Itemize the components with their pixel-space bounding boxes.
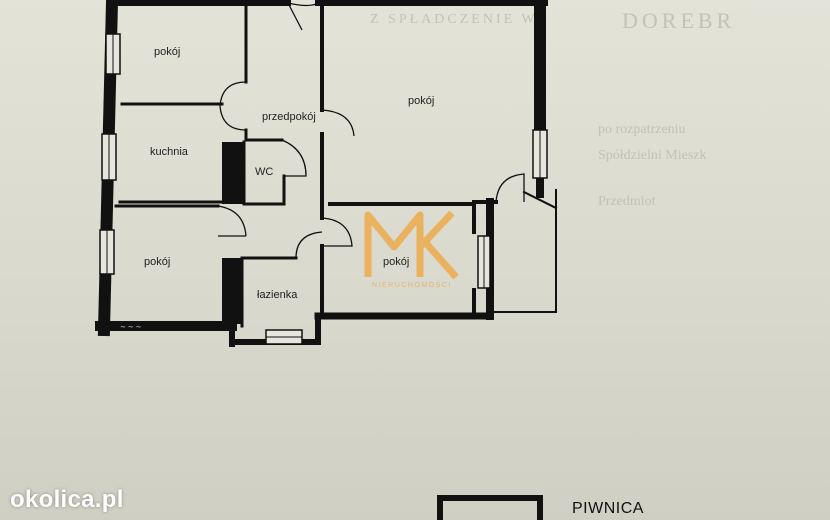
wall-marking: ∼ ∼ ∼ [120,324,142,331]
door-swings [217,2,525,259]
room-label-pokoj-center: pokój [383,256,410,268]
room-label-pokoj-large: pokój [408,95,435,107]
mk-logo-subtitle: NIERUCHOMOŚCI [372,282,452,289]
background-text-4: Spółdzielni Mieszk [598,148,707,163]
room-label-kuchnia: kuchnia [150,146,188,158]
background-text-5: Przedmiot [598,194,656,209]
background-text-3: po rozpatrzeniu [598,122,686,137]
room-label-przedpokoj: przedpokój [262,111,316,123]
site-watermark: okolica.pl [10,486,124,513]
windows [99,33,548,345]
room-label-pokoj-top-left: pokój [154,46,181,58]
mk-logo [364,210,459,280]
basement-label: PIWNICA [572,500,644,517]
background-text-1: Z SPŁADCZENIE W [370,12,538,27]
basement-outline [437,495,543,520]
room-label-wc: WC [255,166,274,178]
background-text-2: DOREBR [622,8,736,33]
room-label-pokoj-bottom-left: pokój [144,256,171,268]
room-label-lazienka: łazienka [257,289,298,301]
